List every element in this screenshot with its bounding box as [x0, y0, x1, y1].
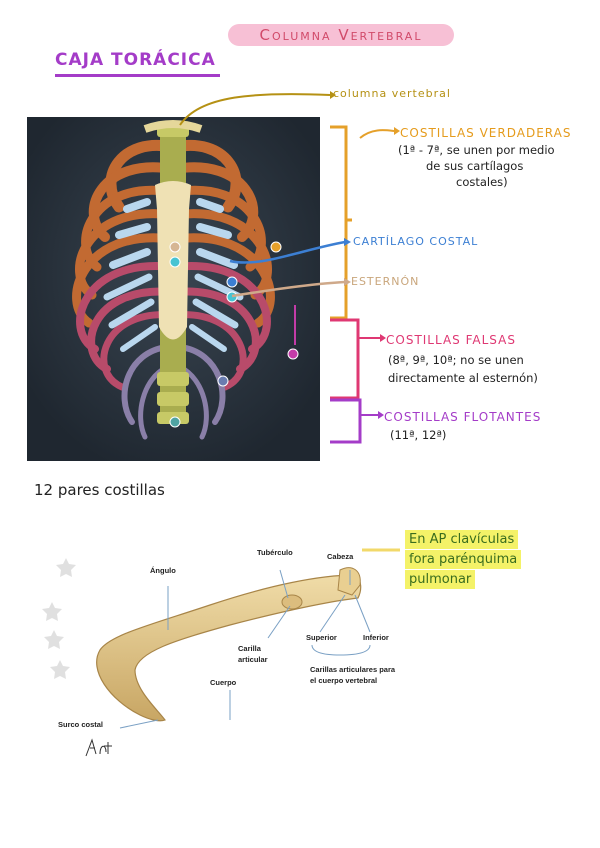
label-angulo: Ángulo [150, 566, 176, 575]
highlight-line: fora parénquima [405, 550, 575, 570]
label-costillas-verdaderas: COSTILLAS VERDADERAS [400, 126, 572, 140]
label-superior: Superior [306, 633, 337, 642]
desc-line: directamente al esternón) [388, 371, 538, 385]
label-line: Carillas articulares para [310, 665, 396, 674]
desc-line: costales) [456, 175, 508, 189]
label-cuerpo: Cuerpo [210, 678, 237, 687]
label-inferior: Inferior [363, 633, 389, 642]
label-line: el cuerpo vertebral [310, 676, 378, 685]
rib-cage-drawing [27, 117, 320, 461]
label-cartilago-costal: CARTÍLAGO COSTAL [353, 235, 479, 248]
artist-signature [85, 738, 112, 757]
highlight-note: En AP clavículas fora parénquima pulmona… [405, 530, 575, 594]
desc-line: (1ª - 7ª, se unen por medio [398, 143, 555, 157]
highlight-connector [362, 548, 400, 552]
highlight-line: pulmonar [405, 570, 575, 590]
desc-line: (8ª, 9ª, 10ª; no se unen [388, 353, 524, 367]
thorax-illustration [27, 117, 320, 461]
false-ribs [76, 262, 271, 391]
rib-anatomy-drawing [42, 558, 371, 729]
desc-costillas-falsas: (8ª, 9ª, 10ª; no se unen directamente al… [388, 351, 598, 387]
note-pares-costillas: 12 pares costillas [34, 481, 165, 499]
highlight-text: En AP clavículas [405, 530, 519, 549]
header-title: Columna Vertebral [228, 24, 454, 46]
label-costillas-falsas: COSTILLAS FALSAS [386, 333, 516, 347]
highlight-text: fora parénquima [405, 550, 522, 569]
label-cabeza: Cabeza [327, 552, 354, 561]
highlight-line: En AP clavículas [405, 530, 575, 550]
desc-costillas-verdaderas: (1ª - 7ª, se unen por medio de sus cartí… [398, 142, 598, 190]
label-line: articular [238, 655, 268, 664]
decorative-stars [42, 558, 76, 679]
label-carilla-articular: Carilla articular [238, 643, 268, 665]
label-surco-costal: Surco costal [58, 720, 104, 729]
highlight-text: pulmonar [405, 570, 476, 589]
label-columna-vertebral: columna vertebral [333, 87, 451, 100]
label-esternon: ESTERNÓN [351, 275, 420, 288]
section-title: CAJA TORÁCICA [55, 50, 220, 77]
label-tuberculo: Tubérculo [257, 548, 293, 557]
label-costillas-flotantes: COSTILLAS FLOTANTES [384, 410, 542, 424]
label-line: Carilla [238, 644, 261, 653]
desc-costillas-flotantes: (11ª, 12ª) [390, 428, 447, 442]
label-carillas-articulares: Carillas articulares para el cuerpo vert… [310, 664, 395, 686]
desc-line: de sus cartílagos [426, 159, 524, 173]
